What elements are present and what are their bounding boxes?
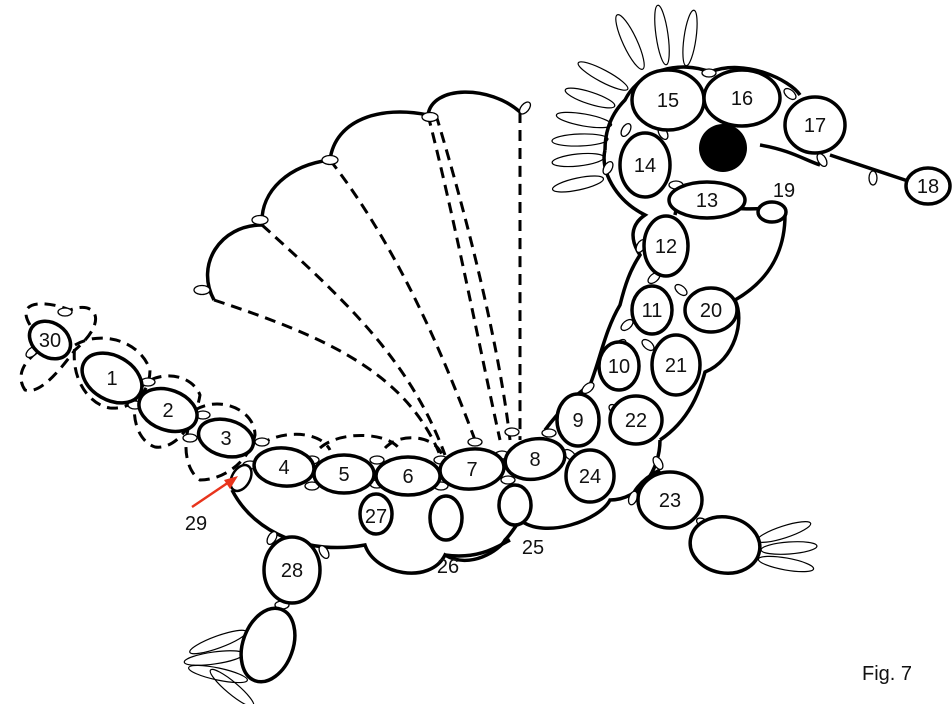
front-foot-claws <box>756 518 818 575</box>
wing-rib-4 <box>428 115 500 440</box>
ring-6-label: 6 <box>402 466 413 488</box>
ring-8-label: 8 <box>529 449 540 471</box>
ring-1-label: 1 <box>106 368 117 390</box>
eye <box>699 124 747 172</box>
figure-label: Fig. 7 <box>862 663 912 686</box>
ring-12-label: 12 <box>655 236 677 258</box>
wing-rib-5 <box>436 115 510 440</box>
ring-24-label: 24 <box>579 466 601 488</box>
ring-2-label: 2 <box>162 400 173 422</box>
ring-29-label: 29 <box>185 513 207 535</box>
ring-25 <box>499 485 531 525</box>
wing-rib-3 <box>330 160 475 440</box>
ring-26 <box>430 496 462 540</box>
ring-19 <box>758 202 786 222</box>
ring-11-label: 11 <box>642 300 663 322</box>
ring-30-label: 30 <box>39 330 61 352</box>
wing-scallops <box>208 92 520 300</box>
wing <box>194 92 533 455</box>
ring-27-label: 27 <box>365 506 387 528</box>
ring-21-label: 21 <box>665 355 687 377</box>
ring-22-label: 22 <box>625 410 647 432</box>
ring-25-label: 25 <box>522 537 544 559</box>
ring-18-label: 18 <box>917 176 939 198</box>
ring-14-label: 14 <box>634 155 656 177</box>
ring-7-label: 7 <box>466 459 477 481</box>
ring-13-label: 13 <box>696 190 718 212</box>
ring-23-label: 23 <box>659 490 681 512</box>
ring-17-label: 17 <box>804 115 826 137</box>
ring-19-label: 19 <box>773 180 795 202</box>
ring-10-label: 10 <box>608 356 630 378</box>
ring-20-label: 20 <box>700 300 722 322</box>
ring-28-label: 28 <box>281 560 303 582</box>
ring-9-label: 9 <box>572 410 583 432</box>
wing-rib-2 <box>262 225 445 455</box>
ring-26-label: 26 <box>437 556 459 578</box>
ring-15-label: 15 <box>657 90 679 112</box>
ring-3-label: 3 <box>220 428 231 450</box>
ring-5-label: 5 <box>338 464 349 486</box>
ring-16-label: 16 <box>731 88 753 110</box>
ring-4-label: 4 <box>278 457 289 479</box>
